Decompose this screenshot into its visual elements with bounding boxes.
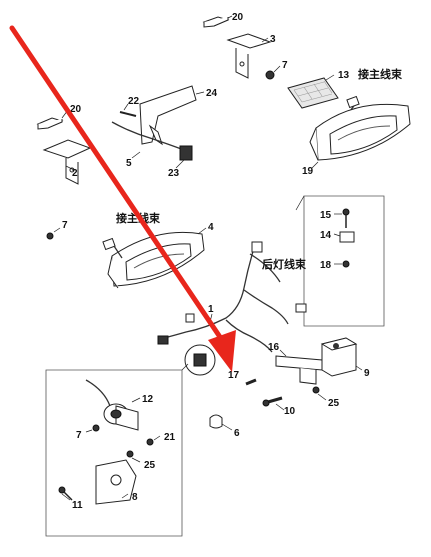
label-2: 2 (72, 168, 78, 179)
label-18: 18 (320, 260, 332, 271)
part-2-bracket (42, 139, 92, 185)
part-15-bolt (342, 208, 350, 228)
connector-left-harness (102, 237, 123, 259)
part-16-bracket (275, 355, 323, 385)
part-13-reflector (287, 77, 339, 109)
label-25-inset: 25 (144, 460, 156, 471)
label-19: 19 (302, 166, 314, 177)
label-4: 4 (208, 222, 214, 233)
label-12: 12 (142, 394, 154, 405)
label-7-inset: 7 (76, 430, 82, 441)
annotation-harness-top: 接主线束 (358, 67, 403, 81)
label-21: 21 (164, 432, 176, 443)
part-8-mount-plate (95, 459, 137, 505)
part-10-bolt (262, 396, 283, 407)
part-19-tail-light (309, 103, 411, 161)
part-4-tail-light (107, 231, 205, 289)
label-23: 23 (168, 168, 180, 179)
label-14: 14 (320, 230, 332, 241)
part-1-tail-harness (157, 241, 307, 353)
label-24: 24 (206, 88, 218, 99)
detail-circle (184, 344, 216, 376)
part-7-nut-inset (92, 424, 100, 432)
annotation-tail-harness: 后灯线束 (262, 257, 307, 271)
label-5: 5 (126, 158, 132, 169)
inset-box-left (45, 363, 189, 537)
label-10: 10 (284, 406, 296, 417)
part-6-grommet (209, 414, 223, 429)
part-7-nut-top (265, 70, 275, 80)
part-25-nut-right (312, 386, 320, 394)
label-1: 1 (208, 304, 214, 315)
part-25-nut-inset (126, 450, 134, 458)
part-9-switch (320, 337, 358, 377)
part-20-left-reflector (36, 117, 64, 130)
part-3-bracket (226, 33, 272, 79)
part-7-screw-left (46, 232, 54, 240)
label-9: 9 (364, 368, 370, 379)
part-21-screw (146, 438, 154, 446)
label-22: 22 (128, 96, 140, 107)
part-24-license-plate-bracket (139, 85, 197, 146)
label-7-top: 7 (282, 60, 288, 71)
label-16: 16 (268, 342, 280, 353)
label-13: 13 (338, 70, 350, 81)
part-22-bolt (119, 111, 137, 117)
label-17: 17 (228, 370, 240, 381)
label-20-top: 20 (232, 12, 244, 23)
label-20-left: 20 (70, 104, 82, 115)
part-20-top-reflector (202, 16, 230, 28)
label-3: 3 (270, 34, 276, 45)
part-labels: 20 3 7 13 20 22 24 2 5 23 19 7 4 15 14 1… (62, 12, 370, 511)
label-7-left: 7 (62, 220, 68, 231)
label-6: 6 (234, 428, 240, 439)
part-18-nut (342, 260, 350, 268)
label-8: 8 (132, 492, 138, 503)
part-5-wire (111, 121, 185, 151)
part-23-connector (179, 145, 193, 161)
red-arrow-icon (9, 25, 236, 372)
label-11: 11 (72, 500, 83, 511)
inset-box-right (295, 195, 385, 327)
label-15: 15 (320, 210, 332, 221)
part-11-screw (58, 486, 73, 501)
part-12-switch-assembly (85, 379, 139, 431)
label-25-right: 25 (328, 398, 340, 409)
part-14-clip (339, 231, 355, 243)
part-17-screw (245, 378, 257, 386)
